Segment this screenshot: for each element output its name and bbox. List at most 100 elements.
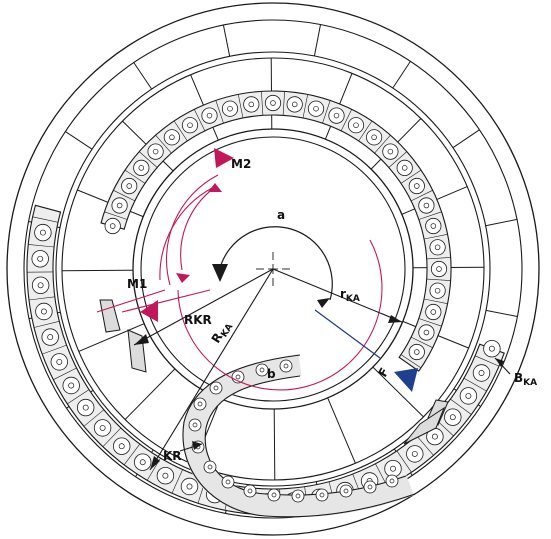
red-arcs	[96, 174, 383, 391]
chain-link-divider	[113, 190, 136, 202]
chain-link-divider	[416, 435, 434, 456]
chain-end-lower-left	[127, 329, 147, 373]
inner-strut	[273, 408, 276, 481]
outer-ring-inner	[23, 19, 523, 519]
label-b: b	[267, 367, 276, 381]
chain-link-pin	[313, 105, 319, 112]
chain-link	[264, 94, 282, 112]
chain-link-pin	[411, 450, 418, 457]
chain-link-pin	[434, 287, 441, 294]
chain-link-pin	[478, 370, 485, 376]
chain-link-pin	[430, 309, 437, 315]
chain-link-pin	[414, 183, 420, 189]
chain-link	[418, 197, 435, 214]
chain-link-pin	[40, 308, 47, 315]
chain-link-divider	[340, 109, 352, 132]
chain-link-pin	[138, 165, 145, 171]
chain-link-divider	[322, 100, 331, 124]
chain-link	[418, 324, 435, 341]
u-bend-link-pin	[197, 401, 203, 407]
dimension-lines	[133, 268, 511, 471]
label-bka-main: B	[514, 371, 523, 385]
chain-link	[34, 223, 52, 242]
chain-link-pin	[109, 223, 116, 229]
chain-link	[243, 96, 260, 113]
inner-strut	[61, 269, 134, 272]
chain-link	[111, 197, 128, 214]
red-arrow-m1	[140, 300, 158, 322]
u-bend-link	[188, 418, 202, 432]
chain-link-divider	[388, 151, 407, 168]
chain-link	[347, 117, 365, 134]
chain-link-divider	[124, 169, 146, 184]
chain-link	[425, 217, 442, 235]
chain-link-divider	[418, 211, 442, 220]
chain-link-pin	[126, 183, 132, 189]
chain-link	[384, 460, 402, 478]
strut	[452, 129, 480, 149]
chain-link-pin	[227, 105, 233, 112]
chain-link-divider	[423, 234, 448, 240]
strut	[485, 309, 518, 317]
chain-link-pin	[206, 112, 213, 119]
strut	[65, 131, 93, 150]
dimension-arrowheads	[134, 298, 504, 470]
chain-link-pin	[333, 112, 340, 119]
center-crosshair	[256, 252, 290, 286]
chain-link-divider	[410, 190, 433, 202]
chain-link-divider	[374, 135, 391, 154]
chain-link-divider	[396, 450, 412, 473]
strut	[133, 62, 153, 90]
u-bend-link-pin	[319, 492, 325, 498]
red-arc-inner-2	[180, 187, 215, 271]
chain-link-divider	[67, 389, 90, 405]
u-bend-link	[279, 359, 293, 373]
chain-link	[50, 353, 69, 371]
chain-link-divider	[32, 216, 59, 223]
chain-link-divider	[423, 298, 448, 304]
u-bend-link-pin	[343, 488, 349, 494]
chain-link-pin	[434, 244, 441, 251]
red-arrow-small-up	[208, 183, 222, 192]
chain-link	[35, 302, 53, 321]
chain-link	[425, 303, 442, 321]
u-bend-link-pin	[192, 422, 198, 428]
chain-link-divider	[194, 109, 206, 132]
chain-link-pin	[37, 282, 44, 289]
red-tick-left	[96, 289, 166, 313]
strut	[485, 218, 518, 227]
chain-link-pin	[118, 443, 125, 450]
chain-link	[307, 100, 325, 117]
chain-link-pin	[37, 255, 44, 262]
chain-link	[365, 129, 383, 146]
outer-ring	[6, 2, 540, 536]
housing	[6, 2, 540, 536]
chain-link-divider	[238, 94, 244, 119]
strut	[222, 24, 231, 57]
chain-link-pin	[139, 459, 146, 466]
u-bend-link-pin	[247, 488, 253, 494]
chain-link	[328, 107, 345, 124]
chain-link-pin	[39, 229, 46, 236]
u-bend-link-pin	[367, 484, 373, 490]
chain-link	[286, 96, 303, 113]
chain-link-pin	[449, 414, 456, 421]
chain-link-divider	[171, 469, 183, 494]
label-m2: M2	[231, 157, 251, 171]
chain-link	[396, 159, 413, 176]
inner-strut	[327, 397, 356, 464]
chain-link-pin	[371, 134, 377, 141]
chain-link-divider	[123, 443, 141, 465]
chain-link-divider	[302, 94, 308, 119]
chain-link	[31, 250, 49, 268]
chain-link	[147, 143, 164, 160]
u-bend-link-pin	[259, 367, 265, 373]
rotation-arc-a	[212, 226, 333, 301]
chain-link	[181, 117, 199, 134]
chain-link	[221, 100, 239, 117]
chain-link-pin	[56, 358, 63, 365]
chain-link	[406, 445, 424, 463]
chain-link-pin	[401, 165, 408, 171]
chain-link-divider	[450, 398, 472, 415]
chain-link-pin	[248, 101, 255, 108]
